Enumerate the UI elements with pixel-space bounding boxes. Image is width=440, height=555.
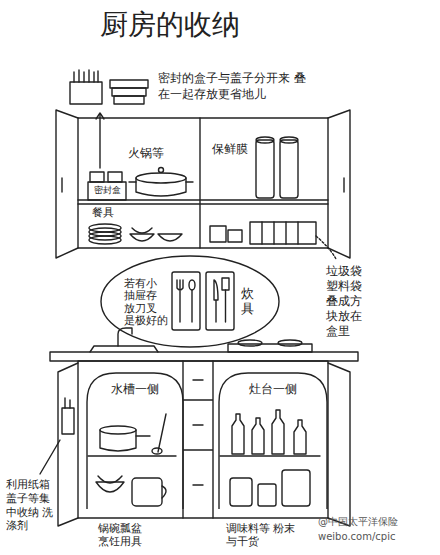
item-label: 保鲜膜 (212, 142, 256, 156)
hotpot-handle (129, 181, 193, 182)
knife (214, 280, 218, 322)
faucet (118, 328, 132, 346)
leader-line (316, 236, 336, 259)
hotpot-lid (136, 173, 186, 183)
drawer-handle (193, 380, 203, 485)
ladle-bowl (152, 448, 162, 454)
knife-block (62, 408, 74, 434)
kettle-handle (162, 486, 166, 498)
wrap-roll (256, 140, 274, 198)
small-box (228, 230, 242, 242)
pot (100, 430, 136, 451)
lower-cabinet (78, 361, 328, 518)
bag-box (250, 222, 316, 244)
cabinet-door (328, 363, 350, 526)
section-outline (219, 373, 327, 509)
page-title: 厨房的收纳 (100, 8, 240, 42)
ladle (158, 414, 166, 452)
item-label: 餐具 (92, 206, 122, 219)
hotpot (136, 178, 186, 196)
bottle (232, 414, 244, 454)
tip-text: 若有小 抽屉存 放刀叉 是极好的 (124, 277, 168, 325)
line-art (40, 70, 358, 526)
bottle (294, 420, 306, 454)
cutlery-drawer (172, 272, 200, 330)
sink (90, 346, 158, 352)
inner-shelf (220, 455, 320, 456)
storage-note: 密封的盒子与盖子分开来 叠在一起存放更省地儿 (158, 70, 308, 102)
spoon-handle (191, 290, 192, 322)
jar (230, 478, 252, 506)
small-box (210, 226, 226, 242)
watermark: @中国太平洋保险 (318, 516, 436, 528)
cabinet-section: 灶台一侧 (218, 372, 328, 510)
knife-handle (65, 398, 70, 408)
countertop (50, 352, 358, 361)
kettle (132, 478, 162, 506)
bowl (158, 234, 182, 241)
bubble-outline (101, 256, 279, 347)
spatula-handle (225, 290, 226, 322)
burner (238, 340, 262, 346)
item-label: 火锅等 (128, 146, 172, 160)
pointer-line (99, 114, 100, 168)
spoon (189, 280, 195, 290)
wrap-roll-end (280, 137, 298, 143)
folded-bags (262, 222, 298, 244)
cutlery-drawer (206, 272, 234, 330)
section-heading: 炊具 (241, 287, 254, 316)
storage-note: 垃圾袋 塑料袋 叠成方 块放在 盒里 (326, 264, 368, 339)
tip-bubble: 若有小 抽屉存 放刀叉 是极好的 炊具 (100, 255, 280, 348)
jar (258, 484, 276, 506)
sealed-box (88, 182, 126, 200)
inner-shelf (88, 455, 176, 456)
hotpot-knob (159, 168, 164, 173)
item-label: 锅碗瓢盆 烹饪用具 (98, 522, 156, 548)
bottle (272, 410, 284, 454)
cabinet-divider (199, 118, 200, 248)
standing-lids (74, 70, 98, 82)
watermark: weibo.com/cpic (318, 531, 436, 543)
cabinet-door (58, 363, 78, 526)
pot-rim (100, 426, 136, 434)
item-label: 调味料等 粉末与干货 (226, 522, 296, 548)
bottle (252, 418, 264, 454)
leader-line (40, 440, 60, 474)
stacked-box (110, 80, 148, 88)
lid-tray (70, 82, 102, 104)
upper-cabinet (78, 118, 328, 248)
drawer-column (183, 361, 213, 518)
box-label: 密封盒 (90, 185, 124, 196)
storage-note: 利用纸箱 盖子等集 中收纳 洗涤剂 (6, 478, 54, 533)
section-heading: 水槽一侧 (86, 382, 184, 396)
stacked-box (112, 88, 146, 96)
bowl (98, 476, 122, 483)
burner (278, 340, 302, 346)
stacked-box (114, 96, 144, 104)
small-container (108, 172, 122, 182)
wrap-roll (280, 140, 298, 198)
cabinet-door (328, 110, 350, 258)
fork (177, 280, 183, 322)
dry-goods-bag (282, 470, 310, 506)
bowl (130, 234, 154, 241)
wrap-roll-end (256, 137, 274, 143)
plate (89, 224, 121, 232)
spatula (222, 278, 229, 290)
section-outline (87, 373, 183, 509)
small-container (90, 172, 104, 182)
cabinet-door (56, 110, 78, 258)
cabinet-section: 水槽一侧 (86, 372, 184, 510)
bowl (132, 228, 152, 233)
section-heading: 灶台一侧 (218, 382, 328, 396)
pot-handle (136, 435, 150, 436)
